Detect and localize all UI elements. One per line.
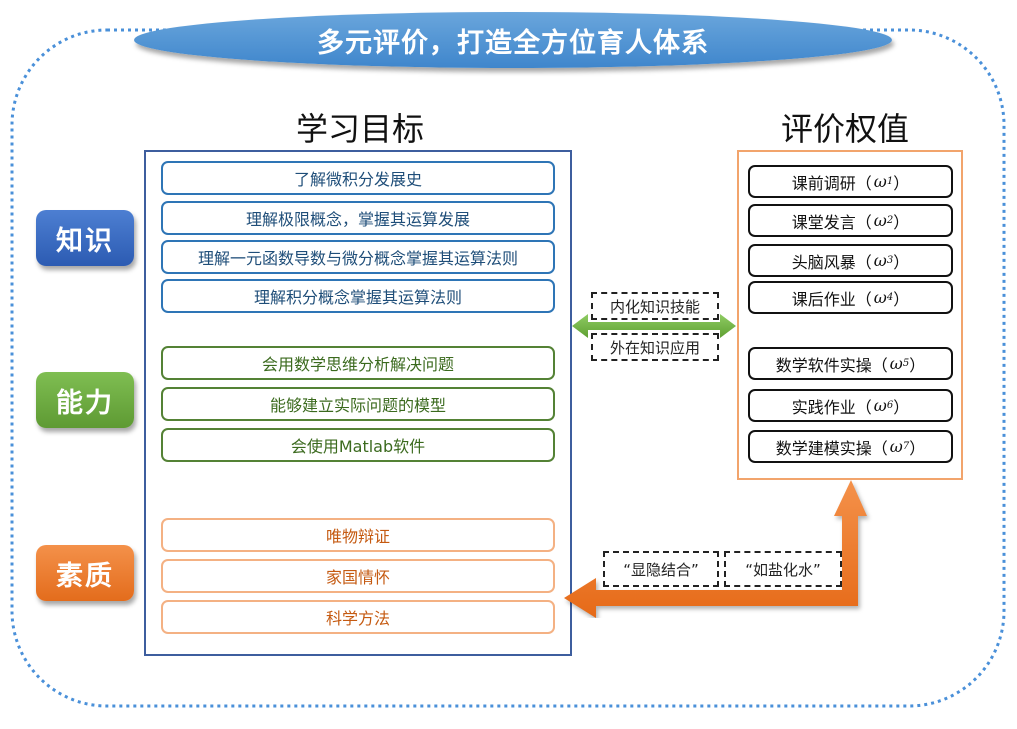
goal-knowledge-item: 理解积分概念掌握其运算法则 [161, 279, 555, 313]
category-quality-badge: 素质 [36, 545, 134, 601]
goal-quality-item: 唯物辩证 [161, 518, 555, 552]
goal-ability-item: 能够建立实际问题的模型 [161, 387, 555, 421]
learning-goals-panel [144, 150, 572, 656]
banner-title: 多元评价，打造全方位育人体系 [317, 27, 709, 59]
goal-ability-item: 会使用Matlab软件 [161, 428, 555, 462]
goal-knowledge-item: 了解微积分发展史 [161, 161, 555, 195]
evaluation-weights-title: 评价权值 [770, 104, 920, 148]
salt-in-water-label: “如盐化水” [724, 551, 842, 587]
category-ability-badge: 能力 [36, 372, 134, 428]
goal-quality-item: 家国情怀 [161, 559, 555, 593]
internalize-knowledge-label: 内化知识技能 [591, 292, 719, 320]
explicit-implicit-label: “显隐结合” [603, 551, 719, 587]
evaluation-weights-panel [737, 150, 963, 480]
goal-quality-item: 科学方法 [161, 600, 555, 634]
learning-goals-title: 学习目标 [260, 104, 460, 148]
feedback-arrow-icon [564, 480, 867, 618]
category-knowledge-badge: 知识 [36, 210, 134, 266]
double-arrow-icon [572, 314, 736, 338]
goal-knowledge-item: 理解一元函数导数与微分概念掌握其运算法则 [161, 240, 555, 274]
goal-ability-item: 会用数学思维分析解决问题 [161, 346, 555, 380]
title-banner: 多元评价，打造全方位育人体系 [134, 12, 892, 68]
external-application-label: 外在知识应用 [591, 333, 719, 361]
goal-knowledge-item: 理解极限概念，掌握其运算发展 [161, 201, 555, 235]
